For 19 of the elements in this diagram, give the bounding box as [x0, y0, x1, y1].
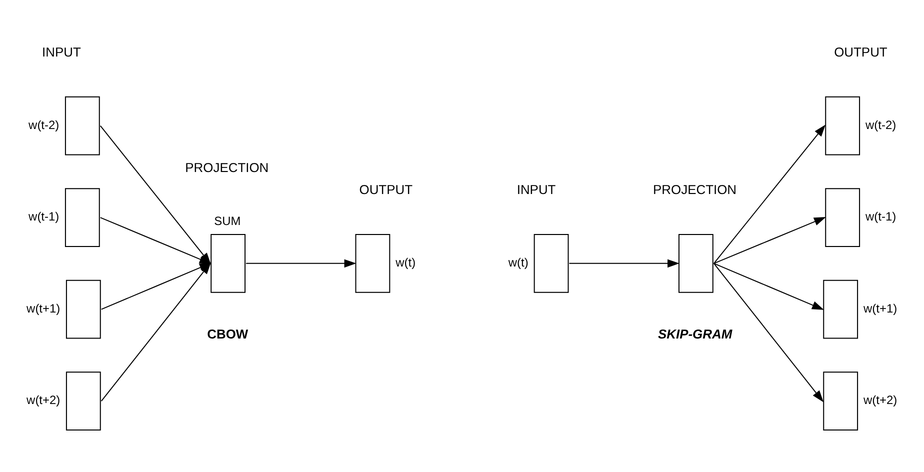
- node-label: w(t+2): [26, 392, 60, 407]
- node-label: w(t): [508, 255, 528, 270]
- node-label: w(t): [396, 255, 416, 270]
- label: INPUT: [516, 182, 556, 197]
- node-label: w(t-1): [28, 209, 60, 224]
- label: SKIP-GRAM: [658, 326, 732, 342]
- label: PROJECTION: [185, 160, 269, 175]
- label: OUTPUT: [359, 182, 412, 197]
- node-label: w(t-1): [866, 209, 896, 224]
- label: OUTPUT: [834, 44, 888, 59]
- node-label: SUM: [214, 214, 241, 228]
- label: PROJECTION: [653, 182, 737, 197]
- node-label: w(t+1): [26, 300, 60, 315]
- label: CBOW: [207, 326, 248, 342]
- node-label: w(t-2): [866, 117, 896, 132]
- label: INPUT: [42, 44, 81, 59]
- node-label: w(t-2): [28, 117, 60, 132]
- node-label: w(t+2): [864, 392, 898, 407]
- node-label: w(t+1): [864, 300, 898, 315]
